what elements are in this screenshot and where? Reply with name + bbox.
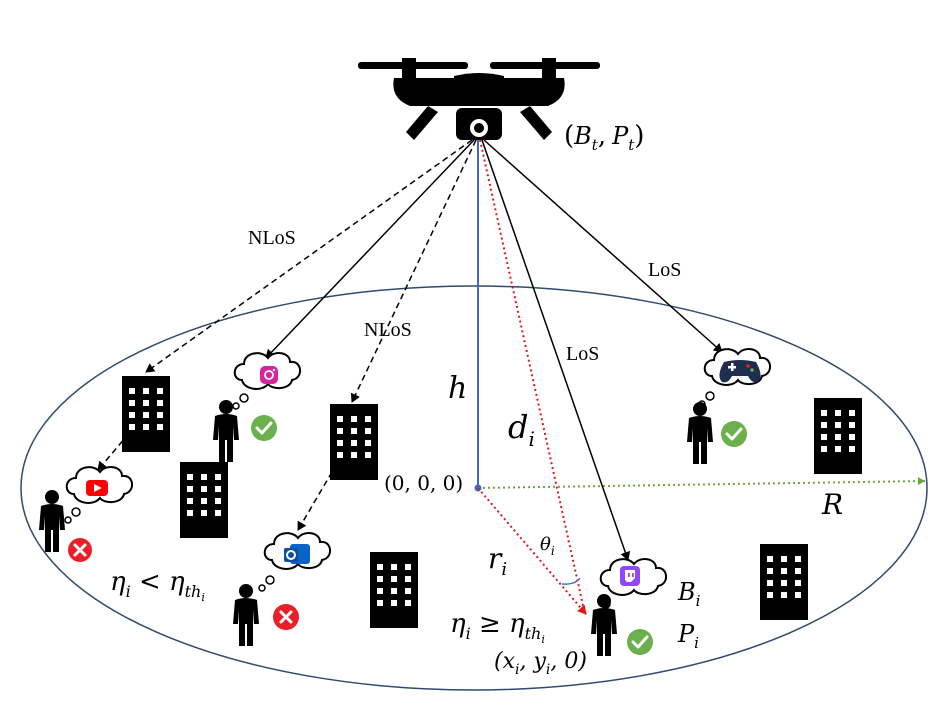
check-icon xyxy=(627,629,653,655)
outlook-icon xyxy=(284,544,310,564)
radius-label: R xyxy=(821,488,843,521)
distance-label: di xyxy=(508,408,535,451)
nlos-label-center: NLoS xyxy=(364,319,412,341)
height-label: h xyxy=(448,371,467,406)
los-label-center: LoS xyxy=(566,343,599,365)
cross-icon xyxy=(273,604,299,630)
building-icon xyxy=(760,544,808,620)
check-icon xyxy=(721,421,747,447)
user-instagram xyxy=(213,352,302,462)
bandwidth-label: Bi xyxy=(677,578,701,610)
origin-label: (0, 0, 0) xyxy=(384,471,463,495)
check-icon xyxy=(251,415,277,441)
nlos-reflect-outlook xyxy=(297,471,333,531)
user-twitch xyxy=(591,558,668,656)
gamepad-icon xyxy=(719,360,761,383)
coverage-ellipse xyxy=(20,285,928,691)
building-icon xyxy=(122,376,170,452)
power-label: Pi xyxy=(677,620,699,652)
nlos-link-outlook xyxy=(350,139,477,403)
building-icon xyxy=(180,462,228,538)
drone-params-label: (Bt,Pt) xyxy=(564,121,644,154)
youtube-icon xyxy=(86,480,108,496)
person-icon xyxy=(39,490,65,552)
building-icon xyxy=(814,398,862,474)
person-icon xyxy=(233,584,259,646)
user-outlook xyxy=(233,532,332,646)
nlos-label-left: NLoS xyxy=(248,227,296,249)
fail-condition-label: ηi < ηthi xyxy=(110,567,205,604)
person-icon xyxy=(591,594,617,656)
user-youtube xyxy=(39,466,134,562)
drone-icon xyxy=(358,58,600,140)
instagram-icon xyxy=(260,366,278,384)
angle-label: θi xyxy=(540,534,555,558)
building-icon xyxy=(370,552,418,628)
los-link-instagram xyxy=(265,139,475,359)
los-label-right: LoS xyxy=(648,259,681,281)
building-icon xyxy=(330,404,378,480)
los-link-gaming xyxy=(483,139,723,353)
twitch-icon xyxy=(620,566,640,586)
angle-arc xyxy=(561,577,581,585)
nlos-link-youtube xyxy=(145,139,473,373)
los-link-twitch xyxy=(481,139,631,561)
radius-line xyxy=(477,477,926,489)
position-label: (xi, yi, 0) xyxy=(494,649,587,678)
slant-distance-line xyxy=(479,139,585,611)
person-icon xyxy=(687,402,713,464)
pass-condition-label: ηi ≥ ηthi xyxy=(450,609,545,646)
ground-distance-label: ri xyxy=(488,542,507,580)
user-gaming xyxy=(687,348,772,464)
cross-icon xyxy=(68,538,92,562)
